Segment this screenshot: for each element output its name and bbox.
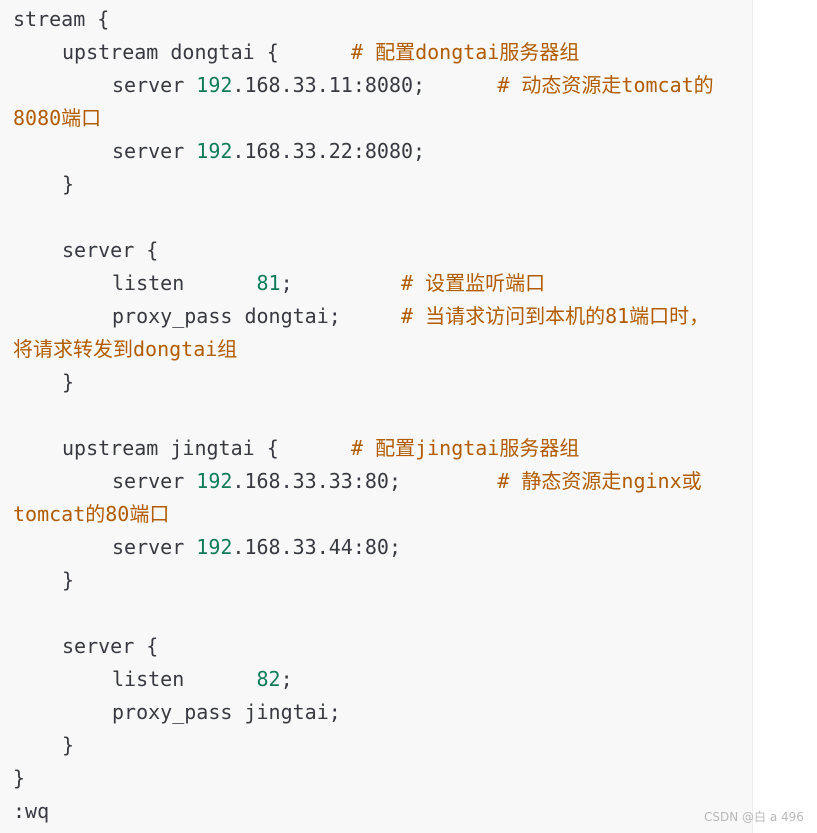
- comment-token: # 设置监听端口: [401, 271, 546, 295]
- code-line: 将请求转发到dongtai组: [0, 333, 752, 366]
- code-token: ;: [280, 271, 402, 295]
- code-token: server: [112, 73, 197, 97]
- number-token: 192: [196, 469, 233, 493]
- comment-token: # 静态资源走nginx或: [497, 469, 702, 493]
- code-line: upstream jingtai { # 配置jingtai服务器组: [0, 432, 752, 465]
- code-token: }: [62, 568, 75, 592]
- code-token: upstream dongtai {: [62, 40, 351, 64]
- code-token: server: [112, 139, 197, 163]
- code-line: }: [0, 366, 752, 399]
- code-token: listen: [112, 271, 257, 295]
- code-line: }: [0, 564, 752, 597]
- code-token: server: [112, 469, 197, 493]
- code-token: .168.33.33:80;: [232, 469, 498, 493]
- comment-token: 8080端口: [13, 106, 102, 130]
- code-line: server {: [0, 234, 752, 267]
- code-line: }: [0, 729, 752, 762]
- code-token: stream {: [13, 7, 110, 31]
- comment-token: 将请求转发到dongtai组: [13, 337, 238, 361]
- code-token: ;: [280, 667, 293, 691]
- code-token: server: [112, 535, 197, 559]
- code-token: listen: [112, 667, 257, 691]
- code-token: .168.33.11:8080;: [232, 73, 498, 97]
- code-line: server 192.168.33.33:80; # 静态资源走nginx或: [0, 465, 752, 498]
- code-token: proxy_pass jingtai;: [112, 700, 341, 724]
- code-line: tomcat的80端口: [0, 498, 752, 531]
- code-line: server {: [0, 630, 752, 663]
- code-token: }: [62, 733, 75, 757]
- number-token: 192: [196, 73, 233, 97]
- code-token: server {: [62, 238, 159, 262]
- code-line: 8080端口: [0, 102, 752, 135]
- number-token: 192: [196, 535, 233, 559]
- code-token: }: [62, 370, 75, 394]
- code-block: stream { upstream dongtai { # 配置dongtai服务…: [0, 0, 753, 833]
- code-token: .168.33.44:80;: [232, 535, 401, 559]
- code-token: }: [62, 172, 75, 196]
- comment-token: # 当请求访问到本机的81端口时，: [400, 304, 710, 328]
- code-token: }: [13, 766, 26, 790]
- comment-token: # 配置jingtai服务器组: [350, 436, 580, 460]
- code-token: :wq: [13, 799, 50, 823]
- number-token: 82: [256, 667, 281, 691]
- comment-token: tomcat的80端口: [13, 502, 170, 526]
- number-token: 192: [196, 139, 233, 163]
- code-line: server 192.168.33.22:8080;: [0, 135, 752, 168]
- code-token: upstream jingtai {: [62, 436, 351, 460]
- code-line: ​: [0, 201, 752, 234]
- code-token: proxy_pass dongtai;: [112, 304, 401, 328]
- comment-token: # 动态资源走tomcat的: [497, 73, 714, 97]
- code-line: ​: [0, 597, 752, 630]
- code-line: listen 82;: [0, 663, 752, 696]
- code-line: proxy_pass jingtai;: [0, 696, 752, 729]
- code-line: stream {: [0, 3, 752, 36]
- number-token: 81: [256, 271, 281, 295]
- code-line: proxy_pass dongtai; # 当请求访问到本机的81端口时，: [0, 300, 752, 333]
- code-line: listen 81; # 设置监听端口: [0, 267, 752, 300]
- code-line: upstream dongtai { # 配置dongtai服务器组: [0, 36, 752, 69]
- code-line: }: [0, 762, 752, 795]
- code-token: .168.33.22:8080;: [232, 139, 426, 163]
- code-line: }: [0, 168, 752, 201]
- code-line: server 192.168.33.44:80;: [0, 531, 752, 564]
- csdn-watermark: CSDN @白 a 496: [704, 810, 804, 824]
- comment-token: # 配置dongtai服务器组: [350, 40, 580, 64]
- code-line: server 192.168.33.11:8080; # 动态资源走tomcat…: [0, 69, 752, 102]
- code-line: :wq: [0, 795, 752, 828]
- code-token: server {: [62, 634, 159, 658]
- code-line: ​: [0, 399, 752, 432]
